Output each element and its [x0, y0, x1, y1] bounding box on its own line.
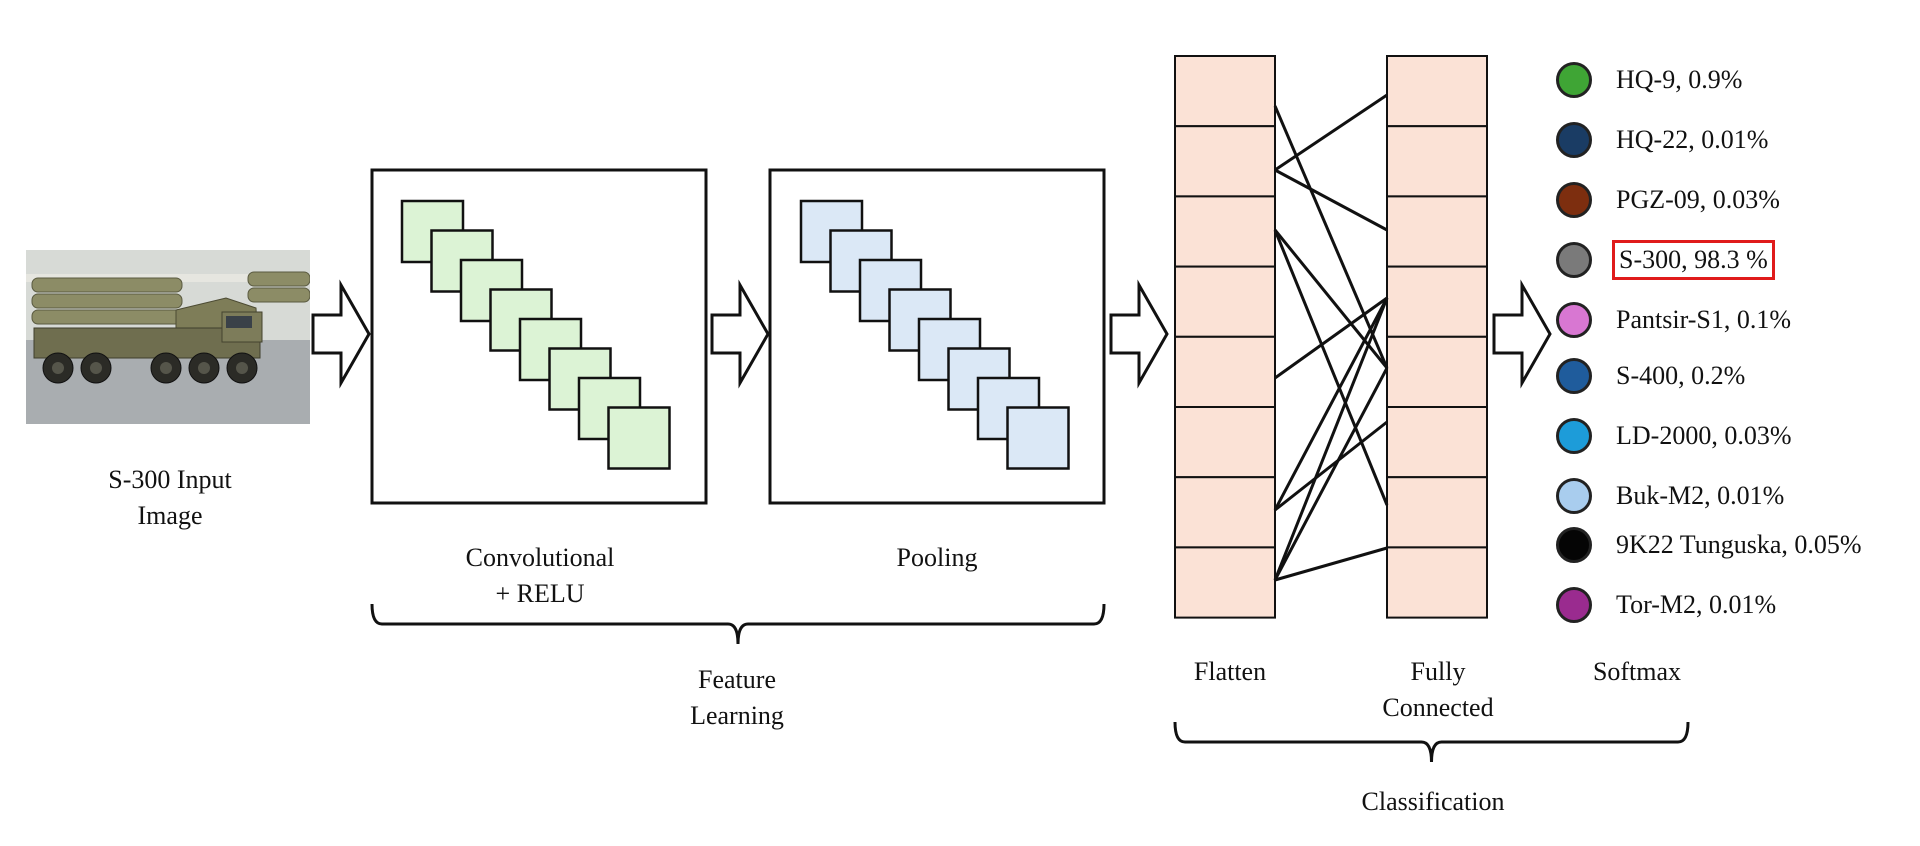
flatten-neuron-5 [1174, 335, 1276, 408]
fc-caption: Fully Connected [1338, 654, 1538, 726]
class-label: 9K22 Tunguska, 0.05% [1616, 530, 1862, 559]
fc-neuron-5 [1386, 335, 1488, 408]
fc-neuron-8 [1386, 546, 1488, 619]
fc-neuron-7 [1386, 476, 1488, 549]
missile-launcher-picture [26, 250, 310, 424]
class-color-dot [1556, 527, 1592, 563]
class-label: Pantsir-S1, 0.1% [1616, 305, 1791, 334]
class-color-dot [1556, 62, 1592, 98]
connection-line-10 [1274, 168, 1388, 232]
softmax-caption-line1: Softmax [1592, 657, 1682, 686]
flatten-caption: Flatten [1130, 654, 1330, 690]
arrow-input-to-conv [311, 279, 371, 389]
class-label: HQ-22, 0.01% [1616, 125, 1769, 154]
flatten-neuron-6 [1174, 406, 1276, 479]
classification-caption: Classification [1283, 784, 1583, 820]
softmax-output-row: S-400, 0.2% [1556, 354, 1749, 398]
softmax-output-row: Pantsir-S1, 0.1% [1556, 298, 1795, 342]
feature-learning-caption: Feature Learning [637, 662, 837, 734]
conv-caption-line1: Convolutional [465, 543, 615, 572]
pool-feature-map-8 [1006, 406, 1070, 470]
conv-caption-line2: + RELU [495, 579, 585, 608]
input-caption-line2: Image [137, 501, 203, 530]
class-color-dot [1556, 242, 1592, 278]
softmax-output-row: HQ-22, 0.01% [1556, 118, 1772, 162]
arrow-pool-to-flatten [1109, 279, 1169, 389]
class-color-dot [1556, 418, 1592, 454]
fc-neuron-2 [1386, 125, 1488, 198]
class-color-dot [1556, 302, 1592, 338]
connection-line-5 [1273, 297, 1389, 511]
feature-learning-brace [370, 603, 1106, 645]
feature-learning-line1: Feature [698, 665, 776, 694]
class-label: Buk-M2, 0.01% [1616, 481, 1785, 510]
class-label: Tor-M2, 0.01% [1616, 590, 1777, 619]
connection-line-3 [1273, 229, 1389, 506]
softmax-output-row: PGZ-09, 0.03% [1556, 178, 1784, 222]
fc-neuron-4 [1386, 265, 1488, 338]
class-label: LD-2000, 0.03% [1616, 421, 1792, 450]
class-color-dot [1556, 478, 1592, 514]
flatten-neuron-2 [1174, 125, 1276, 198]
fc-neuron-6 [1386, 406, 1488, 479]
class-label: S-400, 0.2% [1616, 361, 1746, 390]
softmax-output-row: 9K22 Tunguska, 0.05% [1556, 523, 1866, 567]
conv-caption: Convolutional + RELU [415, 540, 665, 612]
class-color-dot [1556, 587, 1592, 623]
connection-line-11 [1273, 229, 1389, 369]
connection-line-8 [1273, 367, 1389, 581]
pool-caption-line1: Pooling [896, 543, 978, 572]
class-color-dot [1556, 182, 1592, 218]
fc-neuron-3 [1386, 195, 1488, 268]
flatten-neuron-8 [1174, 546, 1276, 619]
flatten-caption-line1: Flatten [1193, 657, 1267, 686]
softmax-output-row: LD-2000, 0.03% [1556, 414, 1795, 458]
class-color-dot [1556, 358, 1592, 394]
class-label: PGZ-09, 0.03% [1616, 185, 1780, 214]
arrow-fc-to-softmax [1492, 279, 1552, 389]
softmax-output-row: Tor-M2, 0.01% [1556, 583, 1780, 627]
fc-caption-line1: Fully [1410, 657, 1466, 686]
connection-line-6 [1274, 420, 1388, 512]
softmax-caption: Softmax [1537, 654, 1737, 690]
fc-neuron-1 [1386, 55, 1488, 128]
classification-caption-line1: Classification [1361, 787, 1505, 816]
pool-caption: Pooling [812, 540, 1062, 576]
input-image [26, 250, 310, 424]
connection-line-9 [1274, 546, 1388, 582]
connection-line-1 [1273, 105, 1389, 369]
softmax-output-row: HQ-9, 0.9% [1556, 58, 1746, 102]
feature-learning-line2: Learning [690, 701, 784, 730]
flatten-neuron-4 [1174, 265, 1276, 338]
flatten-neuron-3 [1174, 195, 1276, 268]
class-label-highlighted: S-300, 98.3 % [1612, 240, 1775, 280]
flatten-neuron-7 [1174, 476, 1276, 549]
connection-line-2 [1274, 93, 1388, 172]
softmax-output-row: Buk-M2, 0.01% [1556, 474, 1788, 518]
input-caption: S-300 Input Image [70, 462, 270, 534]
connection-line-7 [1273, 297, 1389, 581]
input-caption-line1: S-300 Input [108, 465, 232, 494]
softmax-output-row: S-300, 98.3 % [1556, 238, 1775, 282]
connection-line-4 [1274, 296, 1388, 380]
classification-brace [1173, 721, 1690, 763]
class-color-dot [1556, 122, 1592, 158]
arrow-conv-to-pool [710, 279, 770, 389]
fc-caption-line2: Connected [1382, 693, 1494, 722]
flatten-neuron-1 [1174, 55, 1276, 128]
conv-feature-map-8 [607, 406, 671, 470]
class-label: HQ-9, 0.9% [1616, 65, 1743, 94]
